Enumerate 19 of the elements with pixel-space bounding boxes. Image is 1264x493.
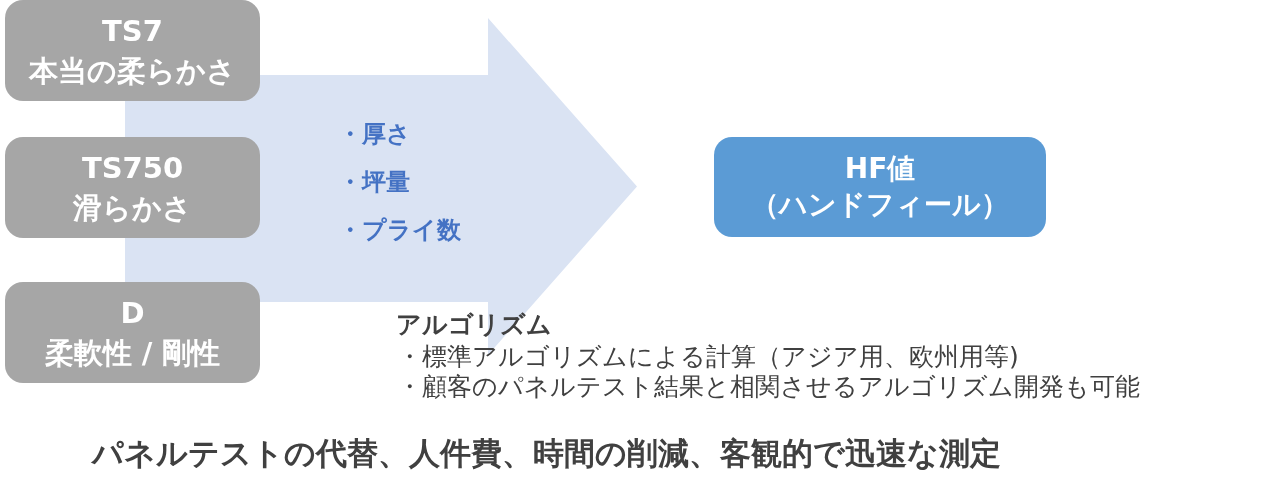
summary-text: パネルテストの代替、人件費、時間の削減、客観的で迅速な測定 [92, 434, 1001, 472]
result-title: HF値 [844, 151, 916, 187]
parameter-box [5, 0, 260, 101]
result-subtitle: （ハンドフィール） [751, 187, 1009, 223]
bullet-text: ・標準アルゴリズムによる計算（アジア用、欧州用等) [397, 342, 1019, 372]
parameter-label: 滑らかさ [73, 189, 192, 227]
parameter-box [5, 282, 260, 383]
parameter-code: D [120, 294, 145, 332]
section-heading: アルゴリズム [396, 309, 552, 341]
parameter-code: TS7 [102, 12, 163, 50]
parameter-label: 柔軟性 / 剛性 [44, 334, 221, 372]
parameter-code: TS750 [81, 149, 184, 187]
parameter-label: 本当の柔らかさ [29, 52, 236, 90]
factor-item: ・プライ数 [338, 215, 461, 245]
parameter-box [5, 137, 260, 238]
factor-item: ・坪量 [338, 167, 410, 197]
bullet-text: ・顧客のパネルテスト結果と相関させるアルゴリズム開発も可能 [397, 372, 1140, 402]
factor-item: ・厚さ [338, 119, 411, 149]
result-box [714, 137, 1046, 237]
